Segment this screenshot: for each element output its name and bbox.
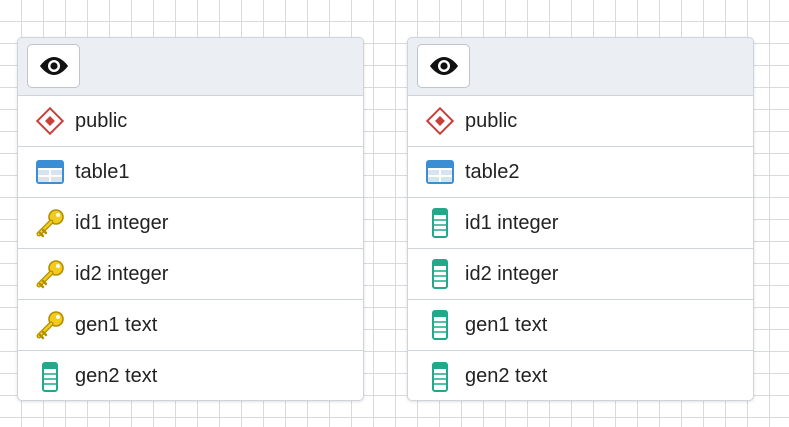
table-icon — [424, 156, 456, 188]
eye-icon — [429, 57, 458, 75]
column-label: id2 integer — [465, 262, 559, 285]
schema-name: public — [465, 109, 518, 132]
column-icon — [424, 361, 456, 393]
column-icon — [424, 207, 456, 239]
column-row: id2 integer — [408, 249, 753, 300]
table-row: table2 — [408, 147, 753, 198]
key-icon — [34, 207, 66, 239]
column-icon — [34, 361, 66, 393]
schema-row: public — [18, 96, 363, 147]
schema-icon — [34, 105, 66, 137]
column-label: gen2 text — [465, 365, 548, 387]
toggle-details-button[interactable] — [417, 44, 470, 88]
column-label: gen1 text — [75, 313, 158, 336]
schema-icon — [424, 105, 456, 137]
column-label: id2 integer — [75, 262, 169, 285]
column-icon — [424, 309, 456, 341]
column-row: gen1 text — [18, 300, 363, 351]
column-label: gen2 text — [75, 365, 158, 387]
column-row: id1 integer — [18, 198, 363, 249]
table-icon — [34, 156, 66, 188]
schema-name: public — [75, 109, 128, 132]
column-row: id1 integer — [408, 198, 753, 249]
key-icon — [34, 258, 66, 290]
column-row: gen2 text — [408, 351, 753, 400]
eye-icon — [39, 57, 68, 75]
key-icon — [34, 309, 66, 341]
table-node-table2[interactable]: public table2 id1 integer — [407, 37, 754, 401]
column-row: gen1 text — [408, 300, 753, 351]
table-node-header — [18, 38, 363, 96]
toggle-details-button[interactable] — [27, 44, 80, 88]
schema-row: public — [408, 96, 753, 147]
column-row: gen2 text — [18, 351, 363, 400]
column-row: id2 integer — [18, 249, 363, 300]
table-name: table2 — [465, 160, 520, 183]
column-icon — [424, 258, 456, 290]
table-row: table1 — [18, 147, 363, 198]
column-label: id1 integer — [75, 211, 169, 234]
column-label: id1 integer — [465, 211, 559, 234]
table-node-table1[interactable]: public table1 id1 integer — [17, 37, 364, 401]
column-label: gen1 text — [465, 313, 548, 336]
table-name: table1 — [75, 160, 130, 183]
table-node-header — [408, 38, 753, 96]
